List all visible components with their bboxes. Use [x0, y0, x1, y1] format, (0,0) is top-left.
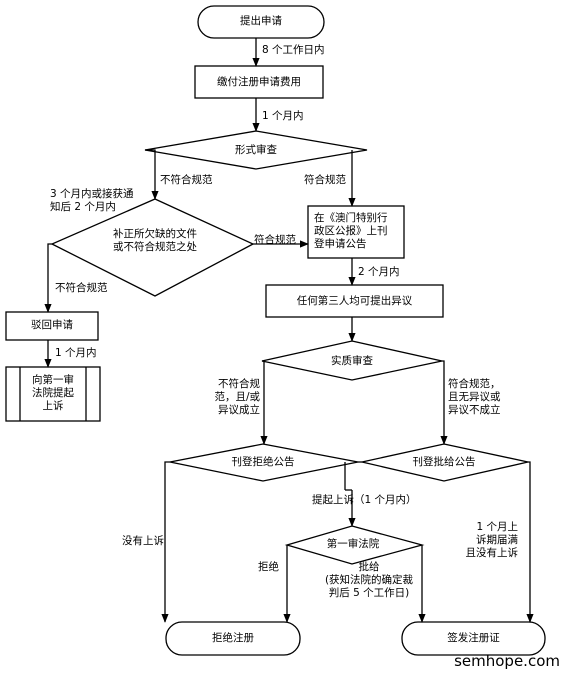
refuse-registration-label: 拒绝注册	[212, 632, 254, 644]
watermark-text: semhope.com	[454, 652, 560, 670]
submit-terminator	[197, 5, 325, 39]
supplement-diamond	[50, 198, 255, 297]
edge-label-appeal-expired: 1 个月上 诉期届满 且没有上诉	[465, 521, 519, 559]
supplement-label: 补正所欠缺的文件 或不符合规范之处	[113, 228, 197, 253]
court-diamond	[284, 525, 425, 565]
pay-fee-label: 缴付注册申请费用	[217, 76, 301, 88]
reject-application-label: 驳回申请	[31, 319, 73, 331]
edge-label-within-1-month-a: 1 个月内	[262, 110, 304, 122]
formal-review-diamond	[144, 130, 368, 170]
substantive-review-label: 实质审查	[331, 355, 373, 367]
edge-label-noncompliant-a: 不符合规范	[160, 174, 213, 186]
submit-label: 提出申请	[240, 15, 282, 27]
edge-label-noncompliant-or-objection: 不符合规 范，且/或 异议成立	[214, 378, 260, 416]
edge-label-compliant-b: 符合规范	[254, 234, 296, 246]
edge-label-noncompliant-b: 不符合规范	[55, 282, 108, 294]
appeal-box-outer	[5, 366, 101, 422]
substantive-review-diamond	[261, 340, 443, 381]
publish-refusal-label: 刊登拒绝公告	[231, 456, 295, 468]
edge-label-within-3-months: 3 个月内或接获通 知后 2 个月内	[50, 188, 134, 213]
publish-approval-diamond	[361, 443, 529, 482]
edge-label-appeal-within-1-month: 提起上诉（1 个月内）	[312, 494, 417, 506]
publish-refusal-diamond	[169, 443, 359, 482]
edge-label-court-rejects: 拒绝	[258, 561, 279, 573]
formal-review-label: 形式审查	[235, 144, 277, 156]
objection-label: 任何第三人均可提出异议	[296, 295, 413, 307]
edge-label-compliant-a: 符合规范	[304, 174, 346, 186]
edge-label-within-8-days: 8 个工作日内	[262, 44, 325, 56]
court-label: 第一审法院	[326, 538, 380, 550]
edge-label-within-1-month-b: 1 个月内	[55, 347, 97, 359]
reject-application-box	[5, 311, 99, 341]
edge-label-court-grants: 批给 (获知法院的确定裁 判后 5 个工作日)	[324, 561, 414, 599]
edge-label-within-2-months: 2 个月内	[358, 266, 400, 278]
publish-application-box	[307, 205, 405, 259]
refuse-registration-terminator	[165, 621, 301, 656]
edge-label-no-appeal: 没有上诉	[122, 535, 164, 547]
publish-approval-label: 刊登批给公告	[412, 456, 476, 468]
appeal-first-instance-label: 向第一审 法院提起 上诉	[32, 374, 74, 412]
publish-application-label: 在《澳门特别行 政区公报》上刊 登申请公告	[314, 212, 388, 250]
pay-fee-box	[194, 65, 324, 99]
issue-certificate-label: 签发注册证	[447, 632, 500, 644]
issue-certificate-terminator	[401, 621, 546, 656]
edge-label-compliant-no-objection: 符合规范， 且无异议或 异议不成立	[448, 378, 501, 416]
